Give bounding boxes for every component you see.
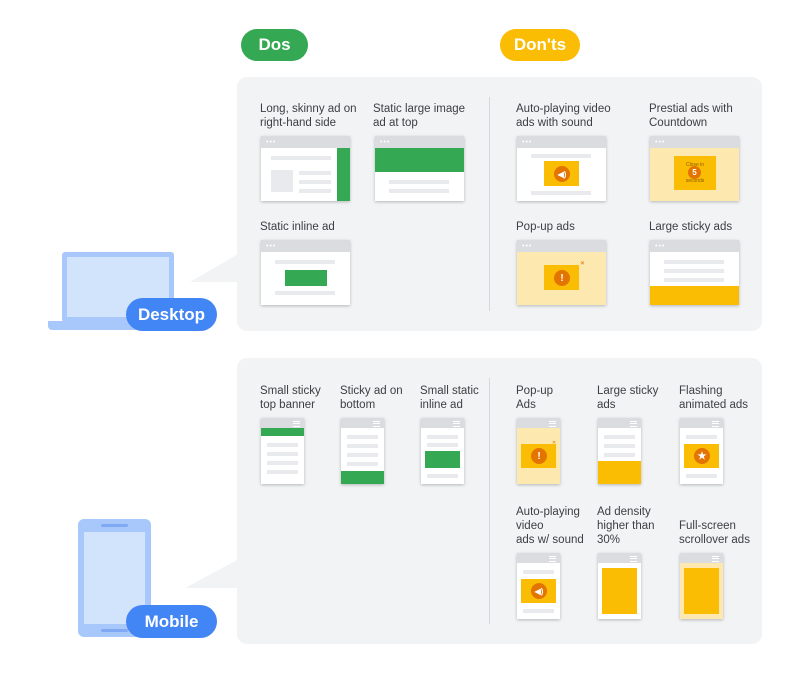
mobile-dont-video-sound: ◀)	[517, 553, 560, 619]
desktop-do-skinny-ad: •••	[261, 136, 350, 201]
desktop-divider	[489, 97, 490, 311]
mobile-dont-label-6: Full-screen scrollover ads	[679, 520, 750, 546]
sound-icon: ◀)	[554, 166, 570, 182]
mobile-dont-flashing: ★	[680, 418, 723, 484]
desktop-do-label-1: Long, skinny ad on right-hand side	[260, 103, 357, 129]
laptop-base	[48, 321, 188, 330]
mobile-badge: Mobile	[126, 605, 217, 638]
mobile-do-sticky-bottom	[341, 418, 384, 484]
mobile-dont-label-1: Pop-up Ads	[516, 385, 554, 411]
mobile-panel	[237, 358, 762, 644]
desktop-do-label-3: Static inline ad	[260, 221, 335, 233]
mobile-dont-ad-density	[598, 553, 641, 619]
sound-icon: ◀)	[531, 583, 547, 599]
close-icon: ✕	[580, 261, 586, 267]
desktop-dont-video-sound: ••• ◀)	[517, 136, 606, 201]
top-image-ad-block	[375, 148, 464, 172]
skinny-ad-block	[337, 148, 350, 201]
desktop-dont-label-4: Large sticky ads	[649, 221, 733, 233]
mobile-dont-label-4: Auto-playing video ads w/ sound	[516, 506, 584, 546]
countdown-text: Close in seconds	[685, 162, 705, 184]
mobile-dont-label-2: Large sticky ads	[597, 385, 659, 411]
mobile-dont-label-5: Ad density higher than 30%	[597, 506, 655, 546]
desktop-badge: Desktop	[126, 298, 217, 331]
mobile-dont-scrollover	[680, 553, 723, 619]
mobile-pointer	[185, 560, 237, 588]
mobile-divider	[489, 378, 490, 624]
large-sticky-block	[650, 286, 739, 305]
desktop-dont-label-3: Pop-up ads	[516, 221, 575, 233]
desktop-dont-large-sticky: •••	[650, 240, 739, 305]
desktop-dont-prestitial: ••• Close in seconds 5	[650, 136, 739, 201]
mobile-do-label-3: Small static inline ad	[420, 385, 479, 411]
dos-header: Dos	[241, 29, 308, 61]
desktop-dont-label-1: Auto-playing video ads with sound	[516, 103, 611, 129]
desktop-dont-popup: ••• ! ✕	[517, 240, 606, 305]
mobile-do-label-2: Sticky ad on bottom	[340, 385, 403, 411]
inline-ad-block	[285, 270, 327, 286]
mobile-dont-large-sticky	[598, 418, 641, 484]
desktop-pointer	[190, 254, 238, 282]
star-icon: ★	[694, 448, 710, 464]
desktop-dont-label-2: Prestial ads with Countdown	[649, 103, 733, 129]
alert-icon: !	[531, 448, 547, 464]
mobile-do-top-banner	[261, 418, 304, 484]
mobile-do-inline	[421, 418, 464, 484]
countdown-number: 5	[688, 166, 701, 179]
desktop-do-label-2: Static large image ad at top	[373, 103, 466, 129]
desktop-do-top-image-ad: •••	[375, 136, 464, 201]
desktop-do-inline-ad: •••	[261, 240, 350, 305]
mobile-do-label-1: Small sticky top banner	[260, 385, 321, 411]
mobile-dont-popup: ! ✕	[517, 418, 560, 484]
donts-header: Don'ts	[500, 29, 580, 61]
alert-icon: !	[554, 270, 570, 286]
mobile-dont-label-3: Flashing animated ads	[679, 385, 749, 411]
